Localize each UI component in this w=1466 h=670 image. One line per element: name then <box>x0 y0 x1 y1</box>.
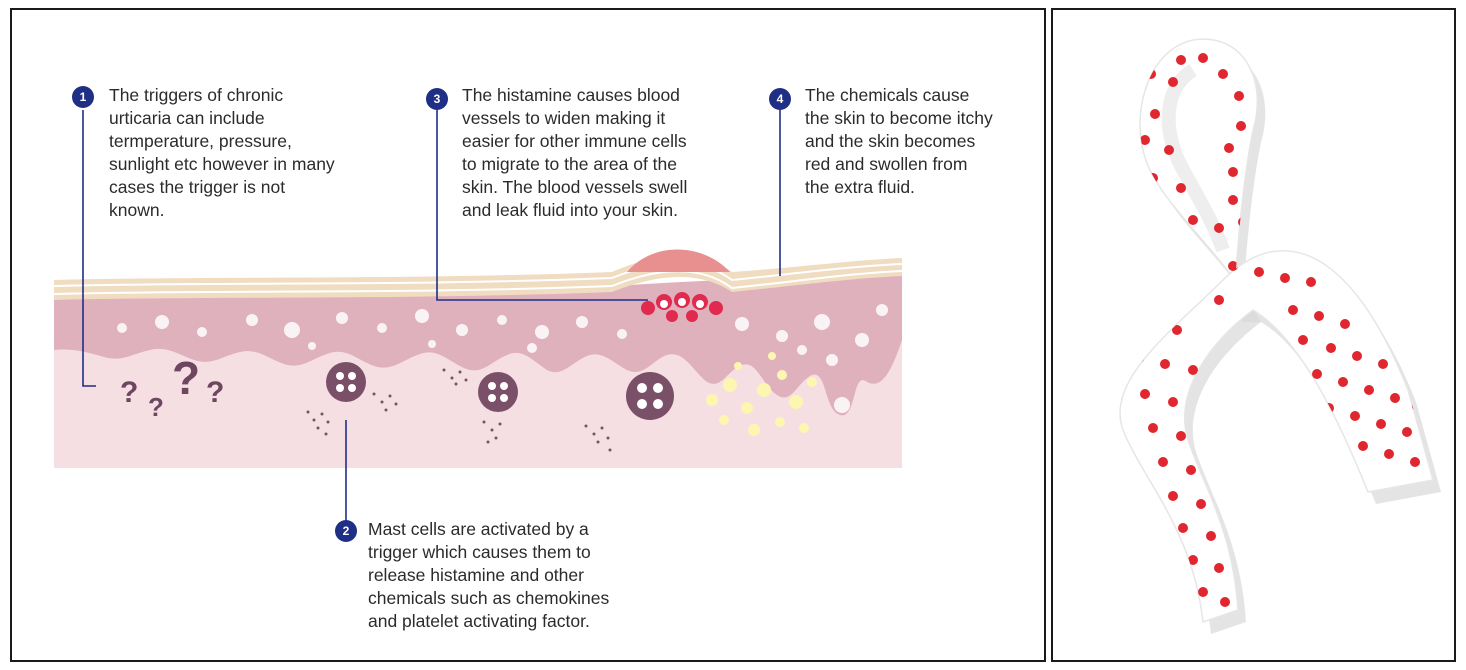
mast-cell <box>626 372 674 420</box>
question-mark: ? <box>148 392 164 422</box>
mast-cell <box>326 362 366 402</box>
question-mark: ? <box>120 376 138 409</box>
urticaria-diagram-panel: ? ? ? ? 1 The triggers of chronic urtica… <box>10 8 1046 662</box>
callout-badge-4: 4 <box>769 88 791 110</box>
callout-text-2: Mast cells are activated by a trigger wh… <box>368 518 658 633</box>
callout-badge-1: 1 <box>72 86 94 108</box>
mast-cell <box>478 372 518 412</box>
awareness-ribbon-illustration <box>1053 10 1458 664</box>
callout-text-1: The triggers of chronic urticaria can in… <box>109 84 379 222</box>
callout-badge-3: 3 <box>426 88 448 110</box>
question-mark: ? <box>172 352 200 404</box>
callout-badge-2: 2 <box>335 520 357 542</box>
awareness-ribbon-panel <box>1051 8 1456 662</box>
callout-text-4: The chemicals cause the skin to become i… <box>805 84 1035 199</box>
ribbon-band <box>1120 251 1433 622</box>
question-mark: ? <box>206 376 224 409</box>
wheal-bump <box>627 250 730 273</box>
callout-text-3: The histamine causes blood vessels to wi… <box>462 84 732 222</box>
